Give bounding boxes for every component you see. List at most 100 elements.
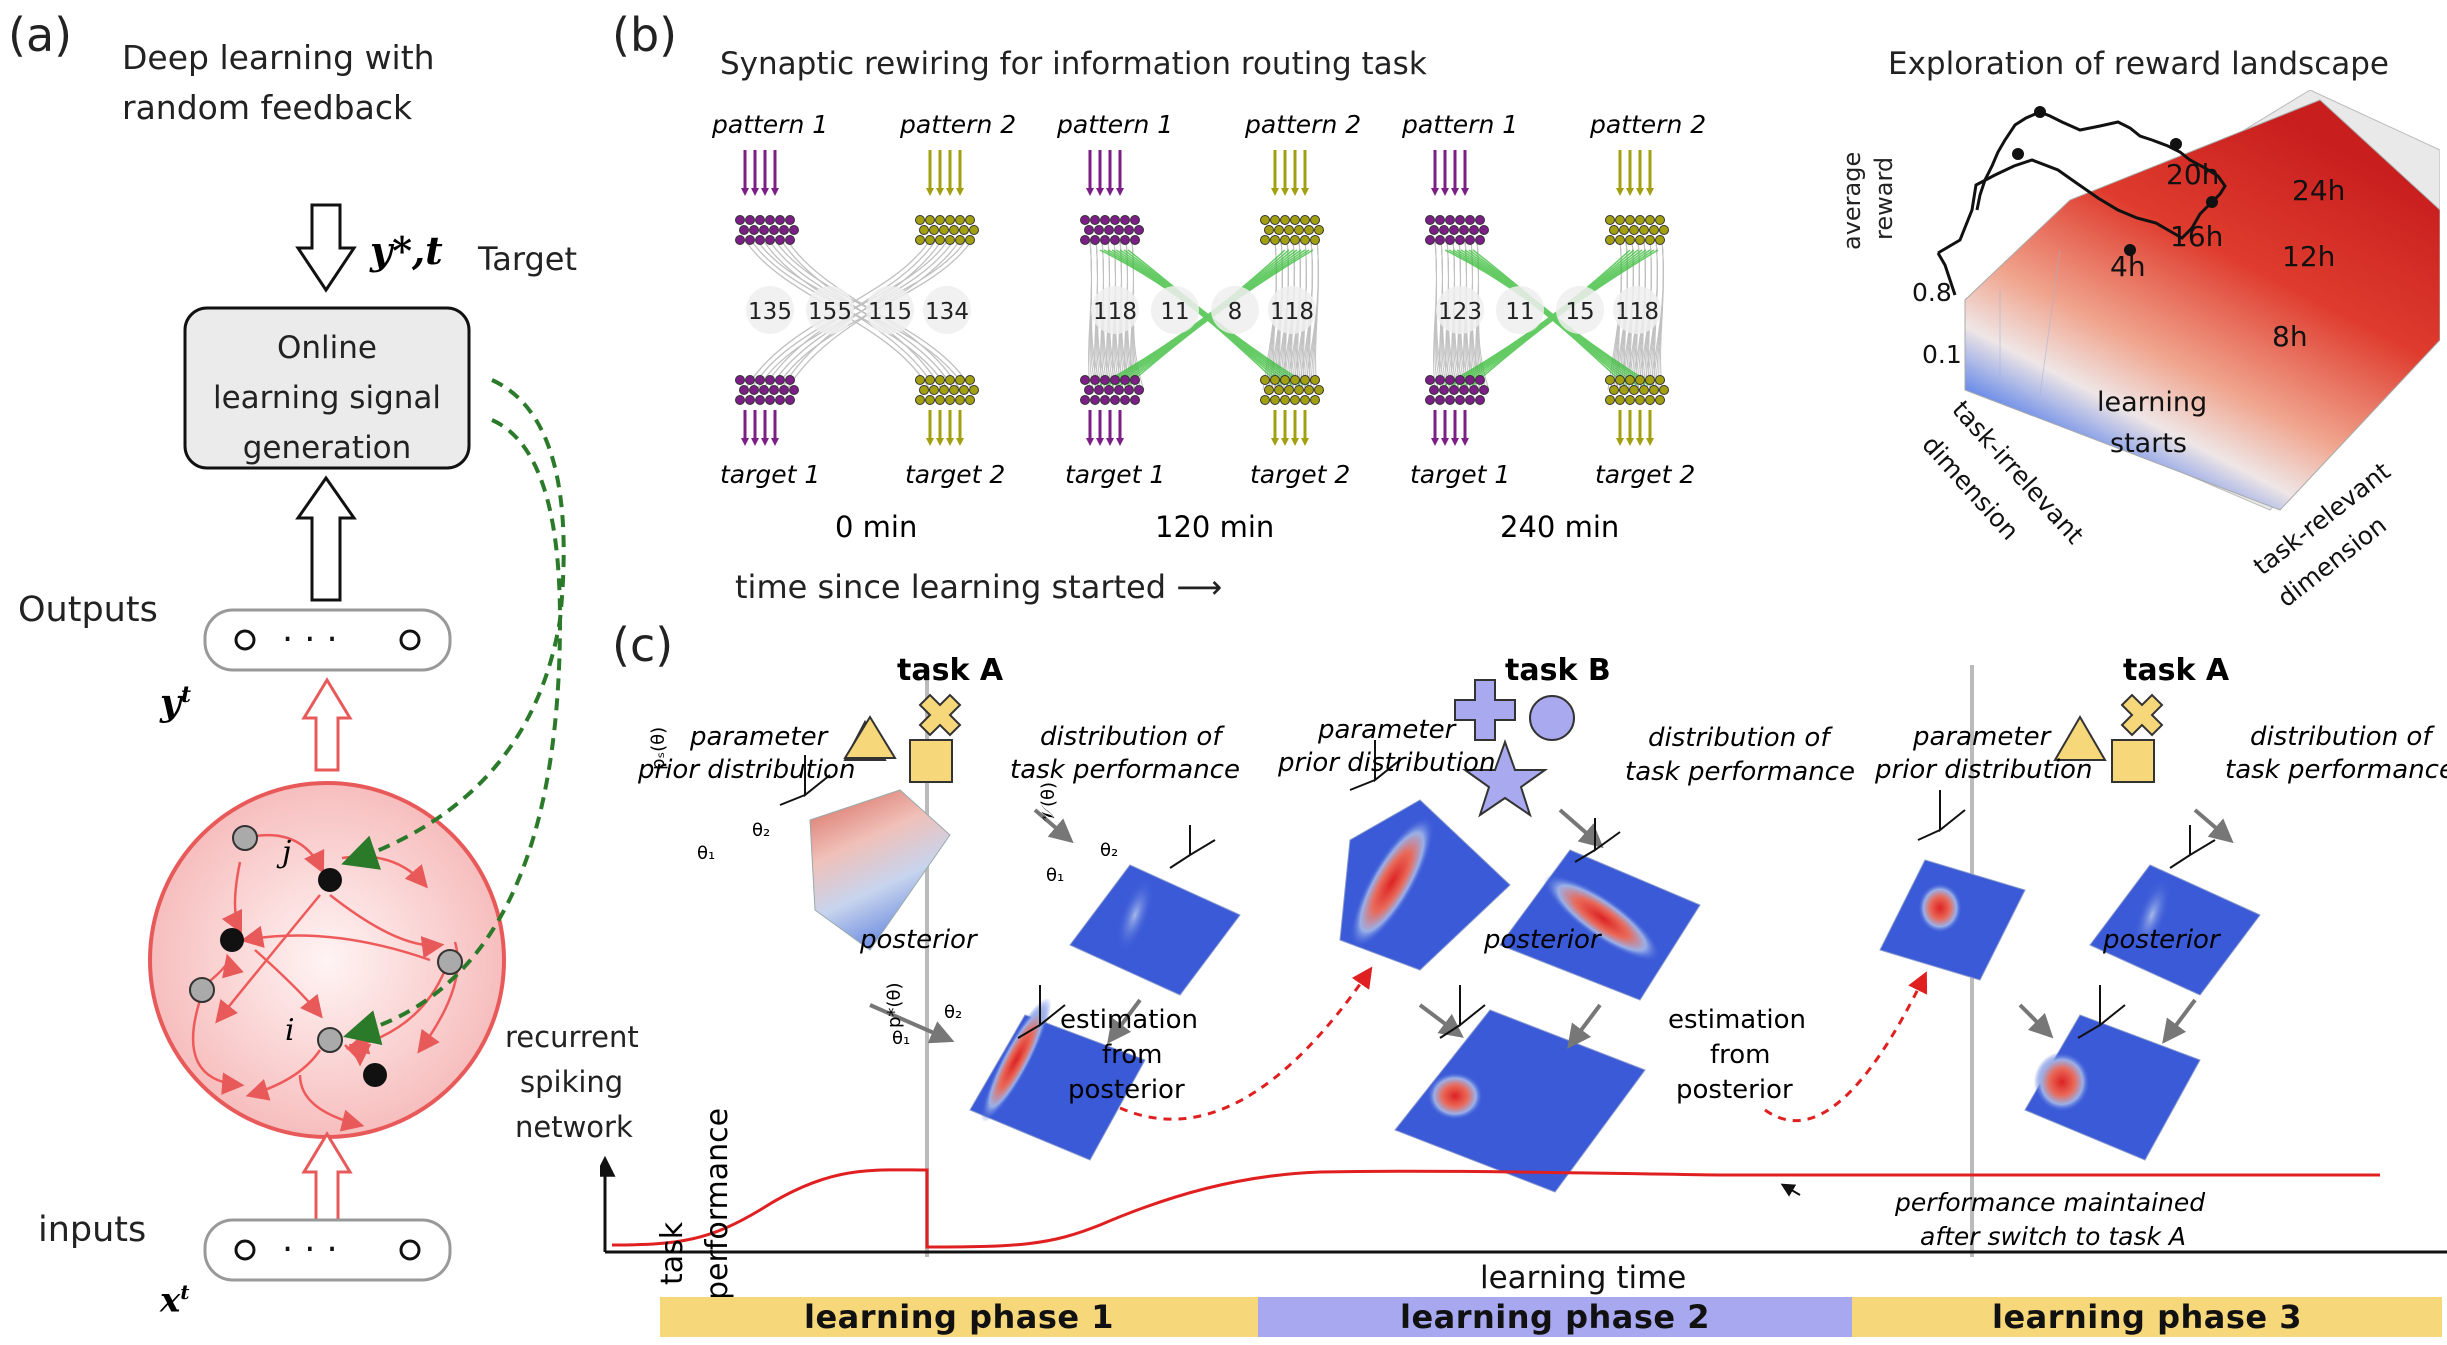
neuron-i-label: i bbox=[285, 1013, 295, 1048]
start-line1: learning bbox=[2097, 387, 2208, 418]
target-label: Target bbox=[478, 240, 577, 278]
target1-label: target 1 bbox=[1410, 460, 1511, 489]
panel-c-label: (c) bbox=[612, 618, 674, 672]
perf-axis-label: 𝒱(θ) bbox=[1038, 781, 1059, 822]
estimation-2-line2: from bbox=[1710, 1040, 1771, 1070]
prior-1-line1: parameter bbox=[690, 722, 828, 752]
count-label: 123 bbox=[1438, 299, 1482, 325]
input-network-arrow bbox=[301, 1131, 353, 1224]
z-tick-high: 0.8 bbox=[1912, 278, 1952, 307]
count-label: 15 bbox=[1565, 299, 1594, 325]
neuron-j bbox=[318, 868, 342, 892]
theta1-label: θ₁ bbox=[697, 843, 716, 864]
reward-landscape bbox=[1936, 90, 2440, 511]
target2-label: target 2 bbox=[1595, 460, 1696, 489]
perf-dist-2-line2: task performance bbox=[1625, 757, 1855, 787]
prior-axis-label: pₛ(θ) bbox=[648, 726, 669, 770]
snapshot-time: 240 min bbox=[1500, 510, 1620, 544]
annotation-line2: after switch to task A bbox=[1920, 1222, 2187, 1251]
network-line2: spiking bbox=[520, 1065, 624, 1099]
count-label: 11 bbox=[1505, 299, 1534, 325]
estimation-2-line1: estimation bbox=[1668, 1005, 1807, 1035]
post-theta2-label: θ₂ bbox=[944, 1002, 963, 1023]
panel-a-title-line1: Deep learning with bbox=[122, 38, 435, 77]
pattern2-label: pattern 2 bbox=[900, 110, 1017, 139]
count-label: 118 bbox=[1093, 299, 1137, 325]
estimation-1-line2: from bbox=[1102, 1040, 1163, 1070]
time-mark-12h: 12h bbox=[2282, 240, 2336, 273]
perf-theta1-label: θ₁ bbox=[1046, 865, 1065, 886]
zlabel-line2: reward bbox=[1870, 156, 1898, 240]
output-symbol: yt bbox=[160, 682, 192, 724]
landscape-title: Exploration of reward landscape bbox=[1888, 46, 2389, 82]
input-symbol: xt bbox=[160, 1280, 190, 1321]
pattern1-label: pattern 1 bbox=[1402, 110, 1519, 139]
box-line2: learning signal bbox=[212, 380, 442, 416]
count-label: 115 bbox=[868, 299, 912, 325]
time-mark-16h: 16h bbox=[2170, 220, 2224, 253]
time-mark-20h: 20h bbox=[2166, 158, 2220, 191]
neuron-i bbox=[317, 1027, 343, 1053]
perf-dist-3-line2: task performance bbox=[2225, 755, 2447, 785]
pattern1-label: pattern 1 bbox=[1057, 110, 1174, 139]
theta2-label: θ₂ bbox=[752, 820, 771, 841]
output-dots: · · · bbox=[282, 620, 338, 660]
panel-a-label: (a) bbox=[8, 8, 73, 62]
pattern2-label: pattern 2 bbox=[1590, 110, 1707, 139]
network-output-arrow bbox=[301, 677, 353, 772]
post-axis-label: p*(θ) bbox=[884, 982, 905, 1028]
time-mark-4h: 4h bbox=[2110, 250, 2146, 283]
zlabel-line1: average bbox=[1838, 151, 1866, 250]
count-label: 8 bbox=[1228, 299, 1243, 325]
perf-theta2-label: θ₂ bbox=[1100, 840, 1119, 861]
output-pill bbox=[203, 608, 452, 672]
transfer-arrow-2 bbox=[1764, 971, 1928, 1123]
start-line2: starts bbox=[2110, 428, 2187, 459]
time-mark-24h: 24h bbox=[2292, 174, 2346, 207]
post-theta1-label: θ₁ bbox=[892, 1028, 911, 1049]
target2-label: target 2 bbox=[905, 460, 1006, 489]
routing-snapshot-3: 123 11 15 118 bbox=[1425, 150, 1669, 446]
phase-2-bar: learning phase 2 bbox=[1258, 1297, 1852, 1337]
snapshot-time: 0 min bbox=[835, 510, 918, 544]
posterior-2: posterior bbox=[1484, 925, 1601, 955]
perf-xlabel: learning time bbox=[1480, 1260, 1687, 1296]
count-label: 135 bbox=[748, 299, 792, 325]
perf-dist-1-line1: distribution of bbox=[1040, 722, 1222, 752]
panel-b-label: (b) bbox=[612, 8, 678, 62]
learning-trajectory bbox=[1937, 110, 2227, 255]
input-pill bbox=[203, 1218, 452, 1282]
target1-label: target 1 bbox=[720, 460, 821, 489]
task-b: task B bbox=[1505, 653, 1611, 688]
estimation-2-line3: posterior bbox=[1676, 1075, 1793, 1105]
count-label: 118 bbox=[1615, 299, 1659, 325]
box-line1: Online bbox=[277, 330, 377, 366]
panel-a-title-line2: random feedback bbox=[122, 88, 413, 127]
prior-3-line2: prior distribution bbox=[1875, 755, 2093, 785]
count-label: 155 bbox=[808, 299, 852, 325]
target-symbol: y*,t bbox=[370, 228, 443, 273]
pattern2-label: pattern 2 bbox=[1245, 110, 1362, 139]
annotation-line1: performance maintained bbox=[1895, 1188, 2206, 1217]
target-arrow bbox=[295, 203, 357, 293]
perf-dist-3-line1: distribution of bbox=[2250, 722, 2432, 752]
neuron-j-label: j bbox=[282, 835, 292, 870]
prior-2-line2: prior distribution bbox=[1278, 748, 1496, 778]
count-label: 134 bbox=[925, 299, 969, 325]
prior-2-line1: parameter bbox=[1318, 715, 1456, 745]
target2-label: target 2 bbox=[1250, 460, 1351, 489]
time-mark-8h: 8h bbox=[2272, 320, 2308, 353]
panel-b-title: Synaptic rewiring for information routin… bbox=[720, 46, 1427, 82]
performance-curve bbox=[611, 1168, 1958, 1249]
task-a-1: task A bbox=[897, 653, 1004, 688]
phase-3-bar: learning phase 3 bbox=[1852, 1297, 2442, 1337]
perf-ylabel-line2: performance bbox=[700, 1107, 735, 1300]
network-line3: network bbox=[515, 1110, 633, 1144]
posterior-3: posterior bbox=[2103, 925, 2220, 955]
prior-1-line2: prior distribution bbox=[638, 755, 856, 785]
time-axis-label: time since learning started ⟶ bbox=[735, 568, 1223, 606]
posterior-1: posterior bbox=[860, 925, 977, 955]
routing-snapshot-1: 135 155 115 134 bbox=[735, 150, 979, 446]
